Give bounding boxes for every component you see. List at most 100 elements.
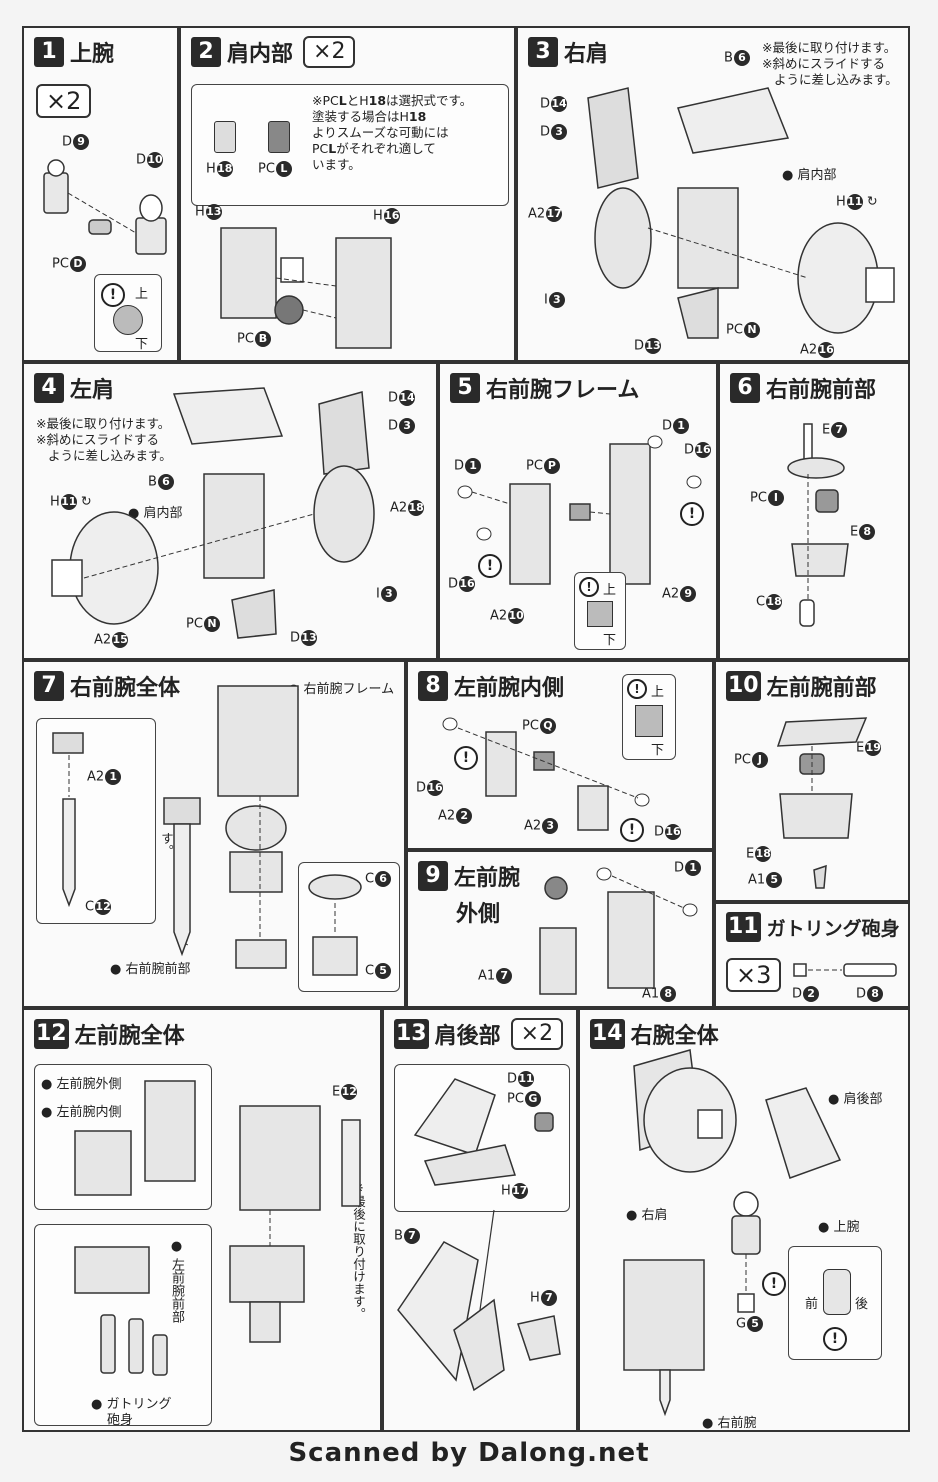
step-12-drawing bbox=[229, 1105, 361, 1343]
part-label-h16: H16 bbox=[373, 208, 400, 224]
multiplier-badge: ×3 bbox=[726, 958, 782, 992]
part-label-a218: A218 bbox=[390, 500, 425, 516]
step-title: 右肩 bbox=[564, 42, 609, 67]
step-13-drawing bbox=[397, 1209, 561, 1392]
caution-icon: ! bbox=[620, 818, 644, 842]
subassembly-drawing bbox=[413, 1078, 554, 1186]
upper-arm-shape bbox=[823, 1269, 851, 1315]
down-label: 下 bbox=[603, 633, 617, 648]
step-number: 7 bbox=[34, 671, 64, 701]
label-shoulder-inner: ● 肩内部 bbox=[128, 506, 183, 521]
label-inner: ● 左前腕内側 bbox=[41, 1105, 122, 1120]
caution-icon: ! bbox=[579, 577, 599, 597]
part-square bbox=[635, 705, 663, 737]
caution-icon: ! bbox=[762, 1272, 786, 1296]
part-label-a217: A217 bbox=[528, 206, 563, 222]
part-label-a215: A215 bbox=[94, 632, 129, 648]
part-label-a210: A210 bbox=[490, 608, 525, 624]
step-6-drawing bbox=[787, 423, 849, 627]
part-label-d16-left: D16 bbox=[416, 780, 444, 796]
label-shoulder-inner: ● 肩内部 bbox=[782, 168, 837, 183]
attach-note: ※最後に取り付けます。※斜めにスライドするように差し込みます。 bbox=[762, 40, 898, 87]
step-number: 4 bbox=[34, 373, 64, 403]
step-1-drawing bbox=[43, 159, 167, 255]
caution-icon: ! bbox=[823, 1327, 847, 1351]
label-forearm-front: ● 右前腕前部 bbox=[110, 962, 191, 977]
barrel-assembly-drawing bbox=[74, 1246, 168, 1376]
label-right-forearm: ● 右前腕 bbox=[702, 1416, 757, 1431]
step-4-drawing bbox=[51, 387, 375, 639]
part-label-d11: D11 bbox=[507, 1071, 535, 1087]
step-title: 左前腕 bbox=[454, 866, 521, 891]
label-barrel-line2: 砲身 bbox=[107, 1413, 134, 1428]
part-label-h13: H13 bbox=[195, 204, 222, 220]
multiplier-badge: ×2 bbox=[303, 36, 356, 68]
step-10-drawing bbox=[776, 717, 868, 889]
barrel-assembly-inset: ● 左前腕前部 ● ガトリング 砲身 bbox=[34, 1224, 212, 1428]
step-title: 左肩 bbox=[70, 378, 115, 403]
part-label-e12: E12 bbox=[332, 1084, 358, 1100]
part-label-d14: D14 bbox=[540, 96, 568, 112]
up-label: 上 bbox=[135, 287, 149, 302]
step-2-drawing bbox=[220, 227, 392, 349]
step-5-drawing bbox=[457, 435, 702, 585]
caution-icon: ! bbox=[478, 554, 502, 578]
part-label-h11: H11 ↻ bbox=[50, 494, 92, 510]
step-number: 2 bbox=[191, 37, 221, 67]
step-title: 肩後部 bbox=[434, 1024, 501, 1049]
part-label-h11: H11 ↻ bbox=[836, 194, 878, 210]
label-right-shoulder: ● 右肩 bbox=[626, 1208, 668, 1223]
step-3-drawing bbox=[587, 87, 895, 339]
part-label-d10: D10 bbox=[136, 152, 164, 168]
barrel-drawing bbox=[52, 732, 84, 908]
step-number: 1 bbox=[34, 37, 64, 67]
step-8-drawing bbox=[442, 717, 650, 831]
subassembly-inset: ● 左前腕外側 ● 左前腕内側 bbox=[34, 1064, 212, 1210]
label-barrel: ● ガトリング bbox=[91, 1397, 172, 1412]
caution-icon: ! bbox=[627, 679, 647, 699]
label-upper-arm: ● 上腕 bbox=[818, 1220, 860, 1235]
label-front: ● 左前腕前部 bbox=[169, 1239, 184, 1324]
orientation-inset: ! 上 下 bbox=[574, 572, 626, 650]
part-label-d14: D14 bbox=[388, 390, 416, 406]
step-number: 5 bbox=[450, 373, 480, 403]
